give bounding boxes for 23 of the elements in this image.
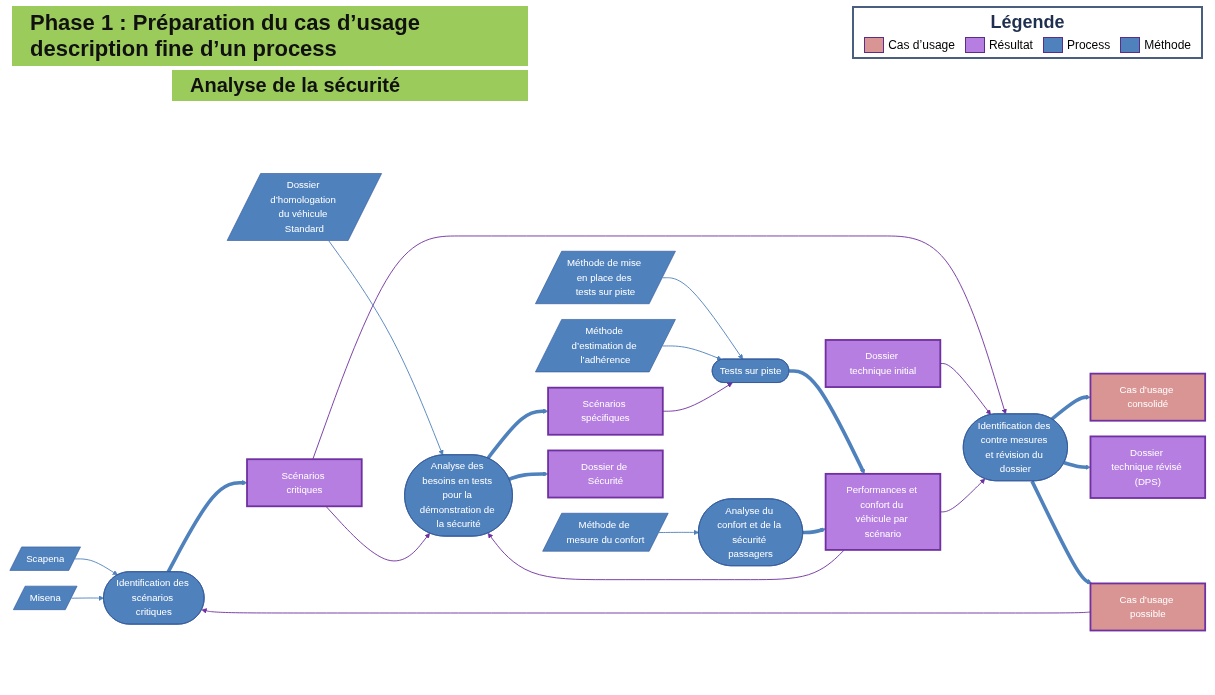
node-box: Cas d’usage consolidé — [1089, 372, 1207, 422]
arrow — [1063, 460, 1091, 470]
node-box: Dossier de Sécurité — [547, 449, 664, 498]
node-box: Scénarios spécifiques — [547, 386, 664, 436]
arrow — [802, 527, 826, 534]
arrow — [166, 479, 248, 573]
legend-label: Process — [1066, 38, 1111, 52]
node-box: Dossier technique révisé (DPS) — [1089, 435, 1207, 499]
legend-label: Résultat — [988, 38, 1033, 52]
legend-label: Méthode — [1144, 38, 1191, 52]
arrow — [486, 408, 549, 459]
arrow — [1030, 479, 1093, 584]
arrow — [1050, 394, 1091, 420]
node-box: Scénarios critiques — [246, 457, 363, 507]
arrow — [789, 368, 865, 474]
arrow — [508, 470, 549, 481]
node-box: Cas d’usage possible — [1089, 582, 1207, 631]
node-box: Dossier technique initial — [824, 338, 942, 388]
title-banner: Phase 1 : Préparation du cas d’usage description fine d’un process — [12, 6, 528, 66]
subtitle-banner: Analyse de la sécurité — [172, 70, 528, 101]
legend-label: Cas d’usage — [888, 38, 955, 52]
node-box: Performances et confort du véhicule par scénario — [824, 472, 942, 551]
legend-title: Légende — [989, 12, 1066, 33]
